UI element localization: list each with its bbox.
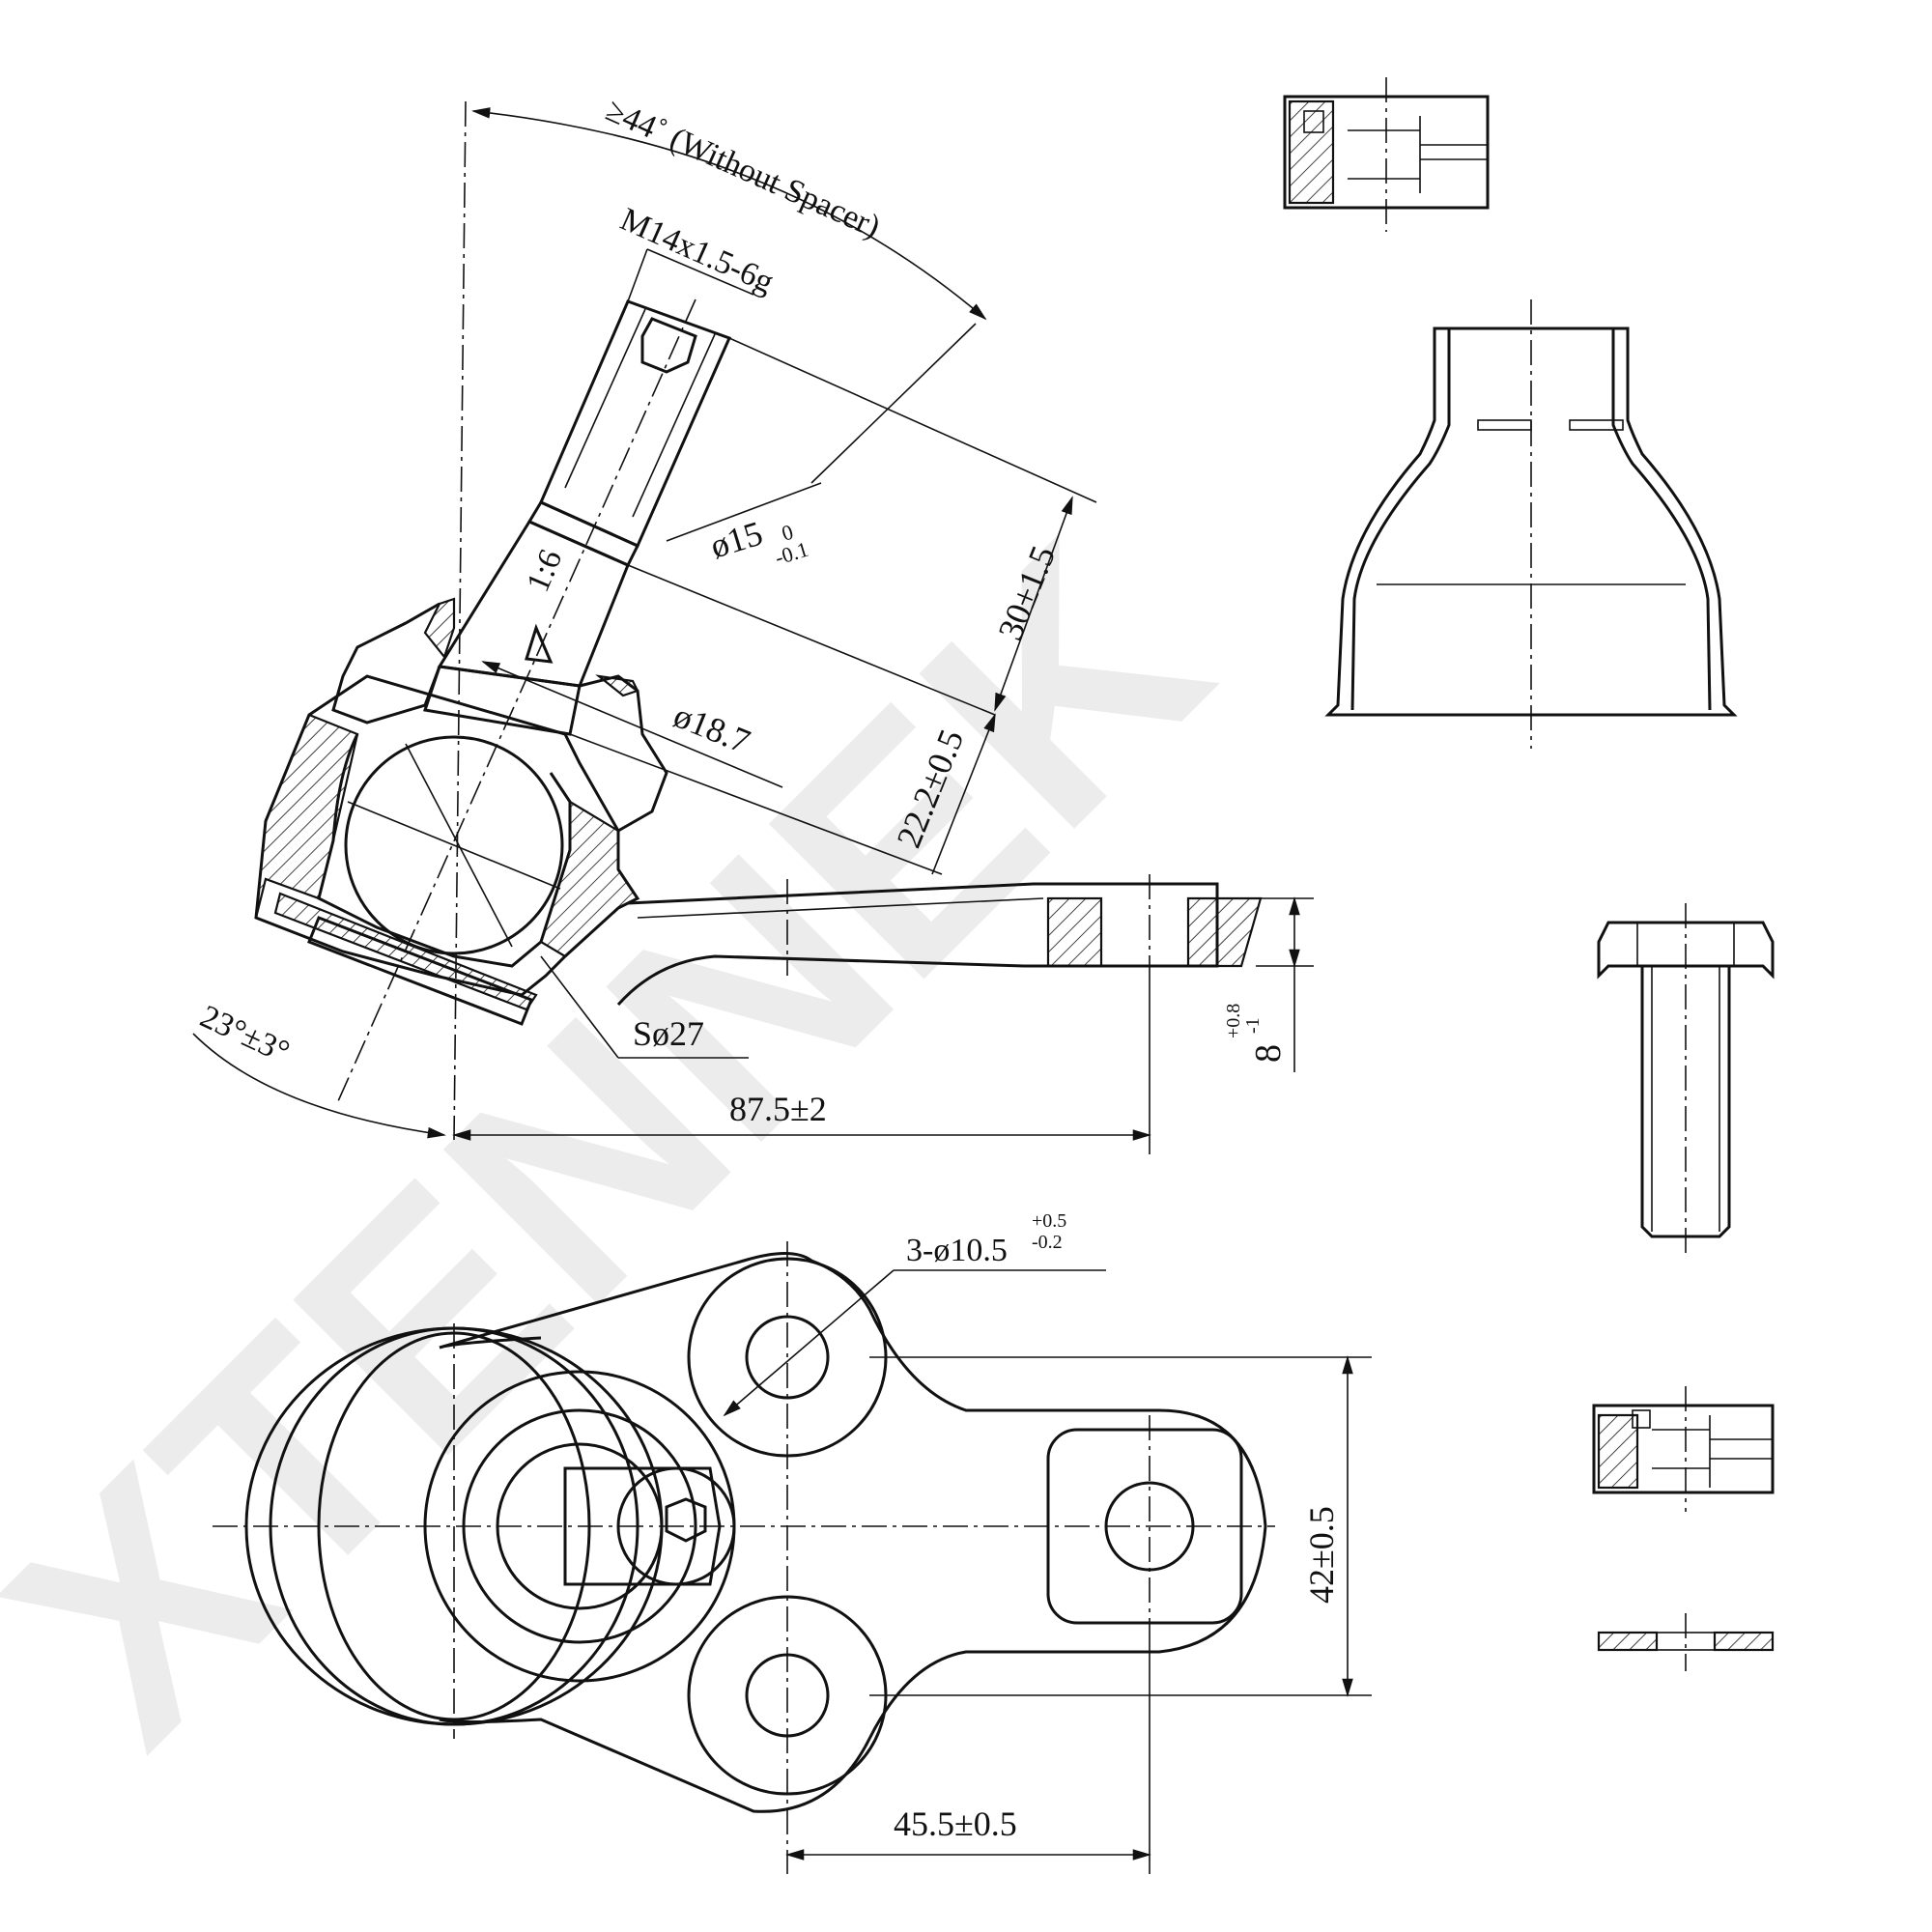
- hole-spacing-horizontal-label: 45.5±0.5: [894, 1804, 1017, 1843]
- tilt-angle-label: 23°±3°: [195, 999, 295, 1070]
- holes-lower-tol: -0.2: [1032, 1232, 1063, 1253]
- holes-upper-tol: +0.5: [1032, 1210, 1066, 1232]
- flange-thickness-label: 8: [1248, 1044, 1289, 1063]
- flange-thickness-lower-tol: -1: [1242, 1017, 1264, 1034]
- ball-diameter-label: Sø27: [633, 1014, 704, 1053]
- dust-boot: [1324, 299, 1738, 749]
- thread-label: M14x1.5-6g: [615, 202, 779, 301]
- taper-label: 1:6: [520, 545, 569, 597]
- holes-label: 3-ø10.5: [906, 1233, 1008, 1268]
- bolt: [1597, 903, 1775, 1256]
- svg-text:XTENNEK: XTENNEK: [0, 477, 1270, 1806]
- cone-diameter-label: ø18.7: [668, 696, 755, 760]
- hole-spacing-vertical-label: 42±0.5: [1302, 1506, 1341, 1604]
- overall-length-label: 87.5±2: [729, 1090, 827, 1128]
- stud-diameter-lower-tol: -0.1: [772, 537, 811, 570]
- top-view: 3-ø10.5 +0.5 -0.2 42±0.5 45.5±0.5: [213, 1210, 1372, 1874]
- washer: [1597, 1613, 1775, 1671]
- castle-nut: [1283, 77, 1490, 232]
- flange-thickness-upper-tol: +0.8: [1223, 1004, 1244, 1038]
- lock-nut: [1592, 1386, 1775, 1512]
- stud-diameter-label: ø15: [706, 514, 767, 566]
- watermark: XTENNEK: [0, 477, 1270, 1806]
